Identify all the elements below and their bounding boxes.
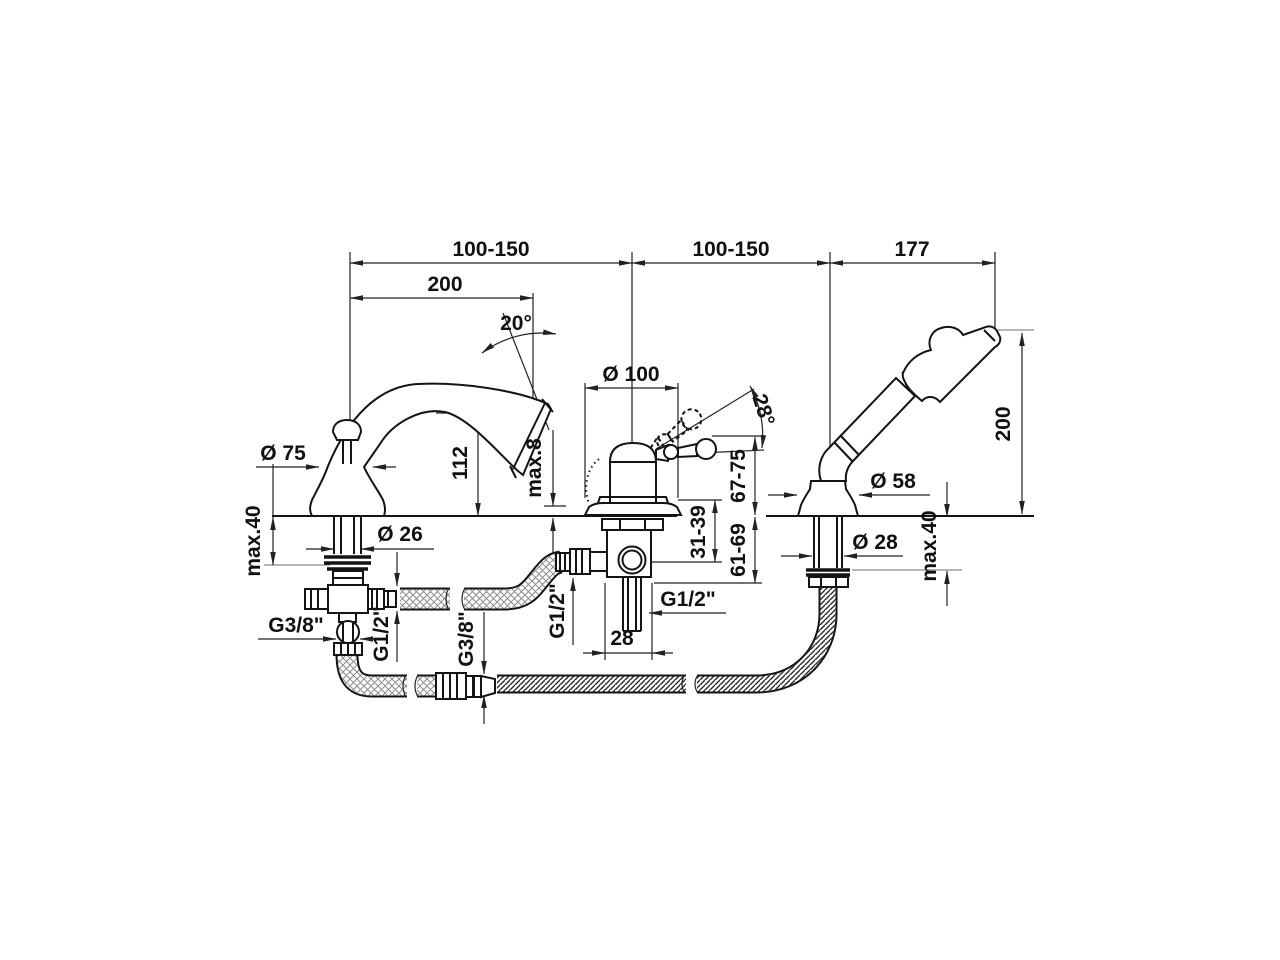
mixer-assembly xyxy=(583,408,717,516)
below-deck-fittings xyxy=(304,516,850,700)
spout-body xyxy=(309,382,553,517)
spout-mouth xyxy=(509,398,554,479)
dim-mixer-lever-angle: 28° xyxy=(747,391,779,428)
mixer-body-width-dimension xyxy=(583,583,673,660)
top-dimensions xyxy=(349,252,996,478)
dim-shower-shank-dia: Ø 28 xyxy=(852,531,898,554)
popup-knob xyxy=(331,418,363,441)
dim-shower-deck-max: max.40 xyxy=(918,510,941,581)
mixer-escutcheon xyxy=(583,502,683,516)
mixer-lever xyxy=(655,438,717,463)
supply-hoses xyxy=(335,550,838,698)
holder-below-deck xyxy=(806,516,850,588)
dim-spout-base-dia: Ø 75 xyxy=(260,442,306,465)
dimension-annotations xyxy=(256,252,1025,724)
mixer-below-deck xyxy=(555,518,664,632)
spout-tee-assembly xyxy=(304,516,397,656)
dim-mixer-height-above: 67-75 xyxy=(727,449,750,503)
dim-mixer-depth-below: 61-69 xyxy=(727,523,750,577)
dimension-labels: 100-150 100-150 177 200 20° Ø 100 Ø 75 1… xyxy=(242,238,1015,667)
shower-handle xyxy=(818,376,917,482)
dim-mixer-outlet-thread: G1/2" xyxy=(660,588,715,611)
hand-shower-assembly xyxy=(796,325,1002,517)
dim-mixer-body-range: 31-39 xyxy=(687,505,710,559)
dim-spout-angle: 20° xyxy=(500,312,532,335)
dim-spout-supply-thread: G3/8" xyxy=(268,614,323,637)
dim-shower-hose-thread: G3/8" xyxy=(455,611,478,666)
spout-reach-dimension xyxy=(349,293,534,416)
spout-assembly xyxy=(309,382,554,517)
dim-shower-height: 200 xyxy=(992,406,1015,441)
dim-mixer-inlet-thread: G1/2" xyxy=(546,583,569,638)
dim-spout-reach: 200 xyxy=(427,273,462,296)
mixer-deck-dimension xyxy=(544,430,566,568)
dim-span-shower-offset: 177 xyxy=(894,238,929,261)
shower-holder xyxy=(796,480,860,517)
dim-spout-deck-max: max.40 xyxy=(242,505,265,576)
pull-chain xyxy=(585,458,600,505)
cold-supply-hose xyxy=(335,653,436,698)
shower-hose xyxy=(497,584,838,694)
dim-mixer-body-width: 28 xyxy=(610,627,634,650)
dim-shower-escutcheon-dia: Ø 58 xyxy=(870,470,916,493)
dim-spout-hose-thread: G1/2" xyxy=(370,606,393,661)
hot-supply-hose xyxy=(400,550,564,611)
mixer-escutcheon-dimension xyxy=(584,383,679,498)
dim-span-spout-mixer: 100-150 xyxy=(452,238,529,261)
dim-mixer-deck-min: max.8 xyxy=(523,438,546,498)
shower-dimensions xyxy=(768,332,1025,606)
hose-end-fitting xyxy=(435,672,496,700)
shower-head xyxy=(901,325,1002,404)
dim-span-mixer-shower: 100-150 xyxy=(692,238,769,261)
dim-spout-height: 112 xyxy=(449,446,472,480)
dim-spout-shank-dia: Ø 26 xyxy=(377,523,423,546)
dim-mixer-escutcheon-dia: Ø 100 xyxy=(602,363,659,386)
mixer-cartridge xyxy=(609,441,657,504)
